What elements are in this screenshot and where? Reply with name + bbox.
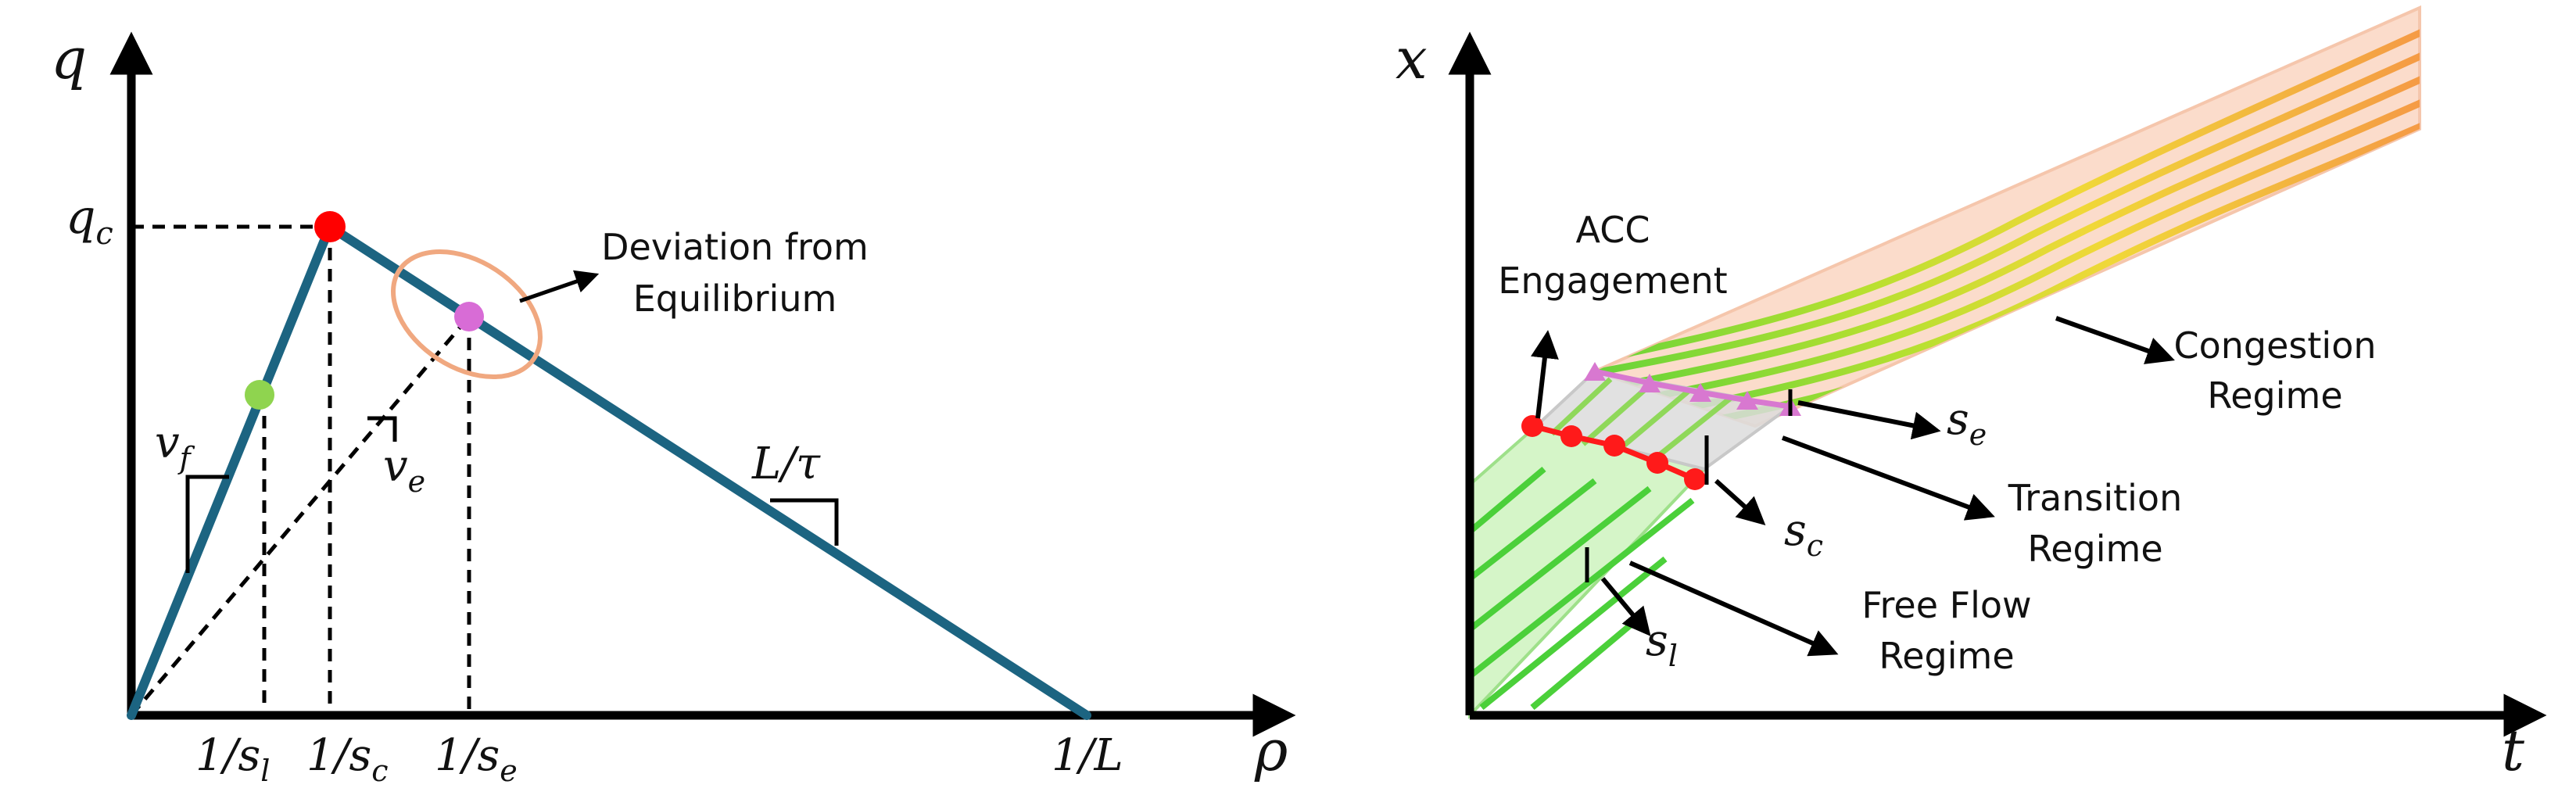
free-flow-label-line2: Regime bbox=[1879, 635, 2014, 677]
ve-label: ve bbox=[383, 441, 425, 499]
tick-1-over-L: 1/L bbox=[1052, 730, 1123, 781]
vf-label: vf bbox=[155, 417, 195, 475]
vf-slope-mark bbox=[185, 475, 229, 573]
triangular-fd-line bbox=[127, 220, 1091, 720]
q-axis-label: q bbox=[51, 26, 87, 91]
sl-label: sl bbox=[1646, 615, 1678, 673]
rho-axis-label: ρ bbox=[1254, 718, 1288, 783]
sl-arrow bbox=[1600, 577, 1651, 636]
annotation-arrows bbox=[1531, 316, 2175, 657]
equilibrium-point bbox=[454, 302, 484, 331]
tick-1-over-sl: 1/sl bbox=[195, 730, 270, 788]
fundamental-diagram: q ρ vf ve L/τ qc Deviation from Eq bbox=[51, 26, 1296, 788]
congestion-label-line2: Regime bbox=[2207, 374, 2342, 417]
time-space-diagram: x t ACC Engagement Congestion Regime Tra… bbox=[1395, 5, 2547, 783]
sc-label: sc bbox=[1784, 505, 1823, 563]
deviation-ellipse bbox=[391, 249, 543, 379]
congestion-arrow bbox=[2055, 316, 2175, 364]
acc-label-line1: ACC bbox=[1576, 209, 1650, 251]
ve-slope-mark bbox=[367, 416, 397, 442]
free-flow-point bbox=[245, 380, 274, 410]
acc-arrow bbox=[1531, 330, 1559, 419]
x-axis-label: x bbox=[1395, 26, 1428, 91]
critical-point bbox=[314, 211, 346, 242]
deviation-label-line1: Deviation from bbox=[601, 226, 869, 268]
acc-label-line2: Engagement bbox=[1498, 260, 1727, 302]
free-flow-arrow bbox=[1628, 561, 1839, 657]
congestion-trajectories bbox=[1595, 27, 2420, 426]
qc-label: qc bbox=[66, 190, 113, 252]
transition-arrow bbox=[1781, 435, 1995, 521]
free-flow-label-line1: Free Flow bbox=[1861, 584, 2031, 626]
sc-arrow bbox=[1714, 478, 1766, 526]
acc-points-red bbox=[1521, 415, 1706, 490]
deviation-label-line2: Equilibrium bbox=[633, 278, 837, 320]
tick-1-over-se: 1/se bbox=[435, 730, 518, 788]
equilibrium-ray bbox=[130, 315, 471, 717]
free-flow-trajectories bbox=[1467, 466, 1695, 711]
se-label: se bbox=[1947, 394, 1987, 452]
se-arrow bbox=[1797, 400, 1941, 440]
wave-speed-label: L/τ bbox=[751, 439, 821, 489]
deviation-arrow bbox=[519, 270, 600, 303]
congestion-label-line1: Congestion bbox=[2174, 324, 2377, 367]
wave-slope-mark bbox=[770, 498, 839, 546]
transition-label-line2: Regime bbox=[2027, 528, 2162, 570]
tick-1-over-sc: 1/sc bbox=[306, 730, 389, 788]
transition-label-line1: Transition bbox=[2008, 477, 2182, 519]
t-axis-label: t bbox=[2502, 718, 2525, 783]
transition-trajectories bbox=[1550, 377, 1734, 465]
